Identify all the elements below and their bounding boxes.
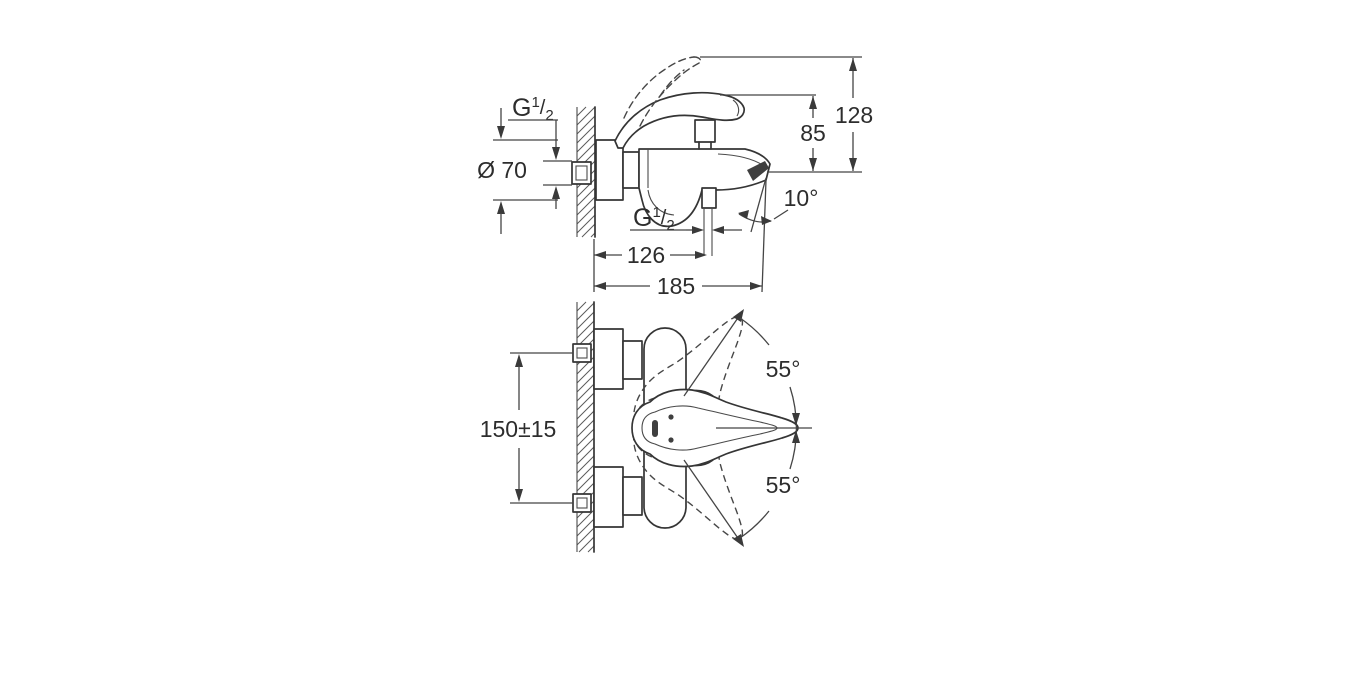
dim-escutcheon-diameter: Ø 70 [477,108,558,234]
body-undercurve-detail [647,189,675,216]
wall-hatching [576,301,595,553]
shower-outlet [701,187,717,256]
swivel-arc-middle [789,386,797,470]
dim-projection-185: 185 [594,273,762,299]
dim-thread-top: G1/2 [508,94,572,209]
escutcheon-lower [593,466,624,528]
dim-connection-spacing: 150±15 [480,352,573,504]
spout-angle-label: 10° [784,185,819,211]
s-union [622,151,640,189]
escutcheon-upper [593,328,624,390]
swivel-arc-upper [739,317,770,346]
s-union-upper [622,340,643,380]
swivel-angle-down-label: 55° [766,472,801,498]
supply-connection-square [571,161,592,185]
plan-view: 150±15 55° 55° [480,301,812,553]
thread-size-label-top: G1/2 [512,94,554,124]
supply-square-upper [572,343,592,363]
height-128-label: 128 [835,102,873,128]
lever-handle [614,91,746,149]
spout-aerator [747,161,769,181]
s-union-lower [622,476,643,516]
lever-marking-bar [652,420,658,437]
dim-swivel-angle: 55° 55° [683,309,812,547]
wall-hatching [576,106,596,238]
projection-126-label: 126 [627,242,665,268]
dim-spout-angle: 10° [738,177,819,293]
swivel-ray-up [683,311,743,397]
lever-top-face-line [641,405,778,451]
projection-185-label: 185 [657,273,695,299]
thread-size-label-bottom: G1/2 [633,204,675,234]
lever-marking-dot [668,414,674,420]
swivel-arc-lower [739,510,770,539]
lever-tip-detail [732,99,740,117]
swivel-ray-down [683,459,743,545]
height-85-label: 85 [800,120,826,146]
lever-swivel-up-dashed [632,315,744,460]
diameter-label: Ø 70 [477,157,527,183]
supply-square-lower [572,493,592,513]
lever-handle-plan [631,388,799,468]
wall-section-plan [576,301,595,553]
diverter-knob [694,119,716,150]
side-elevation-view: G1/2 Ø 70 85 [477,56,873,299]
lever-handle-raised-dashed [623,56,702,127]
escutcheon [595,139,624,201]
swivel-angle-up-label: 55° [766,356,801,382]
dim-height-128: 128 [835,58,873,171]
lever-marking-dot [668,437,674,443]
dim-thread-bottom: G1/2 [630,204,742,234]
connection-spacing-label: 150±15 [480,416,557,442]
dim-projection-126: 126 [593,239,707,292]
dim-height-85: 85 [700,56,862,173]
